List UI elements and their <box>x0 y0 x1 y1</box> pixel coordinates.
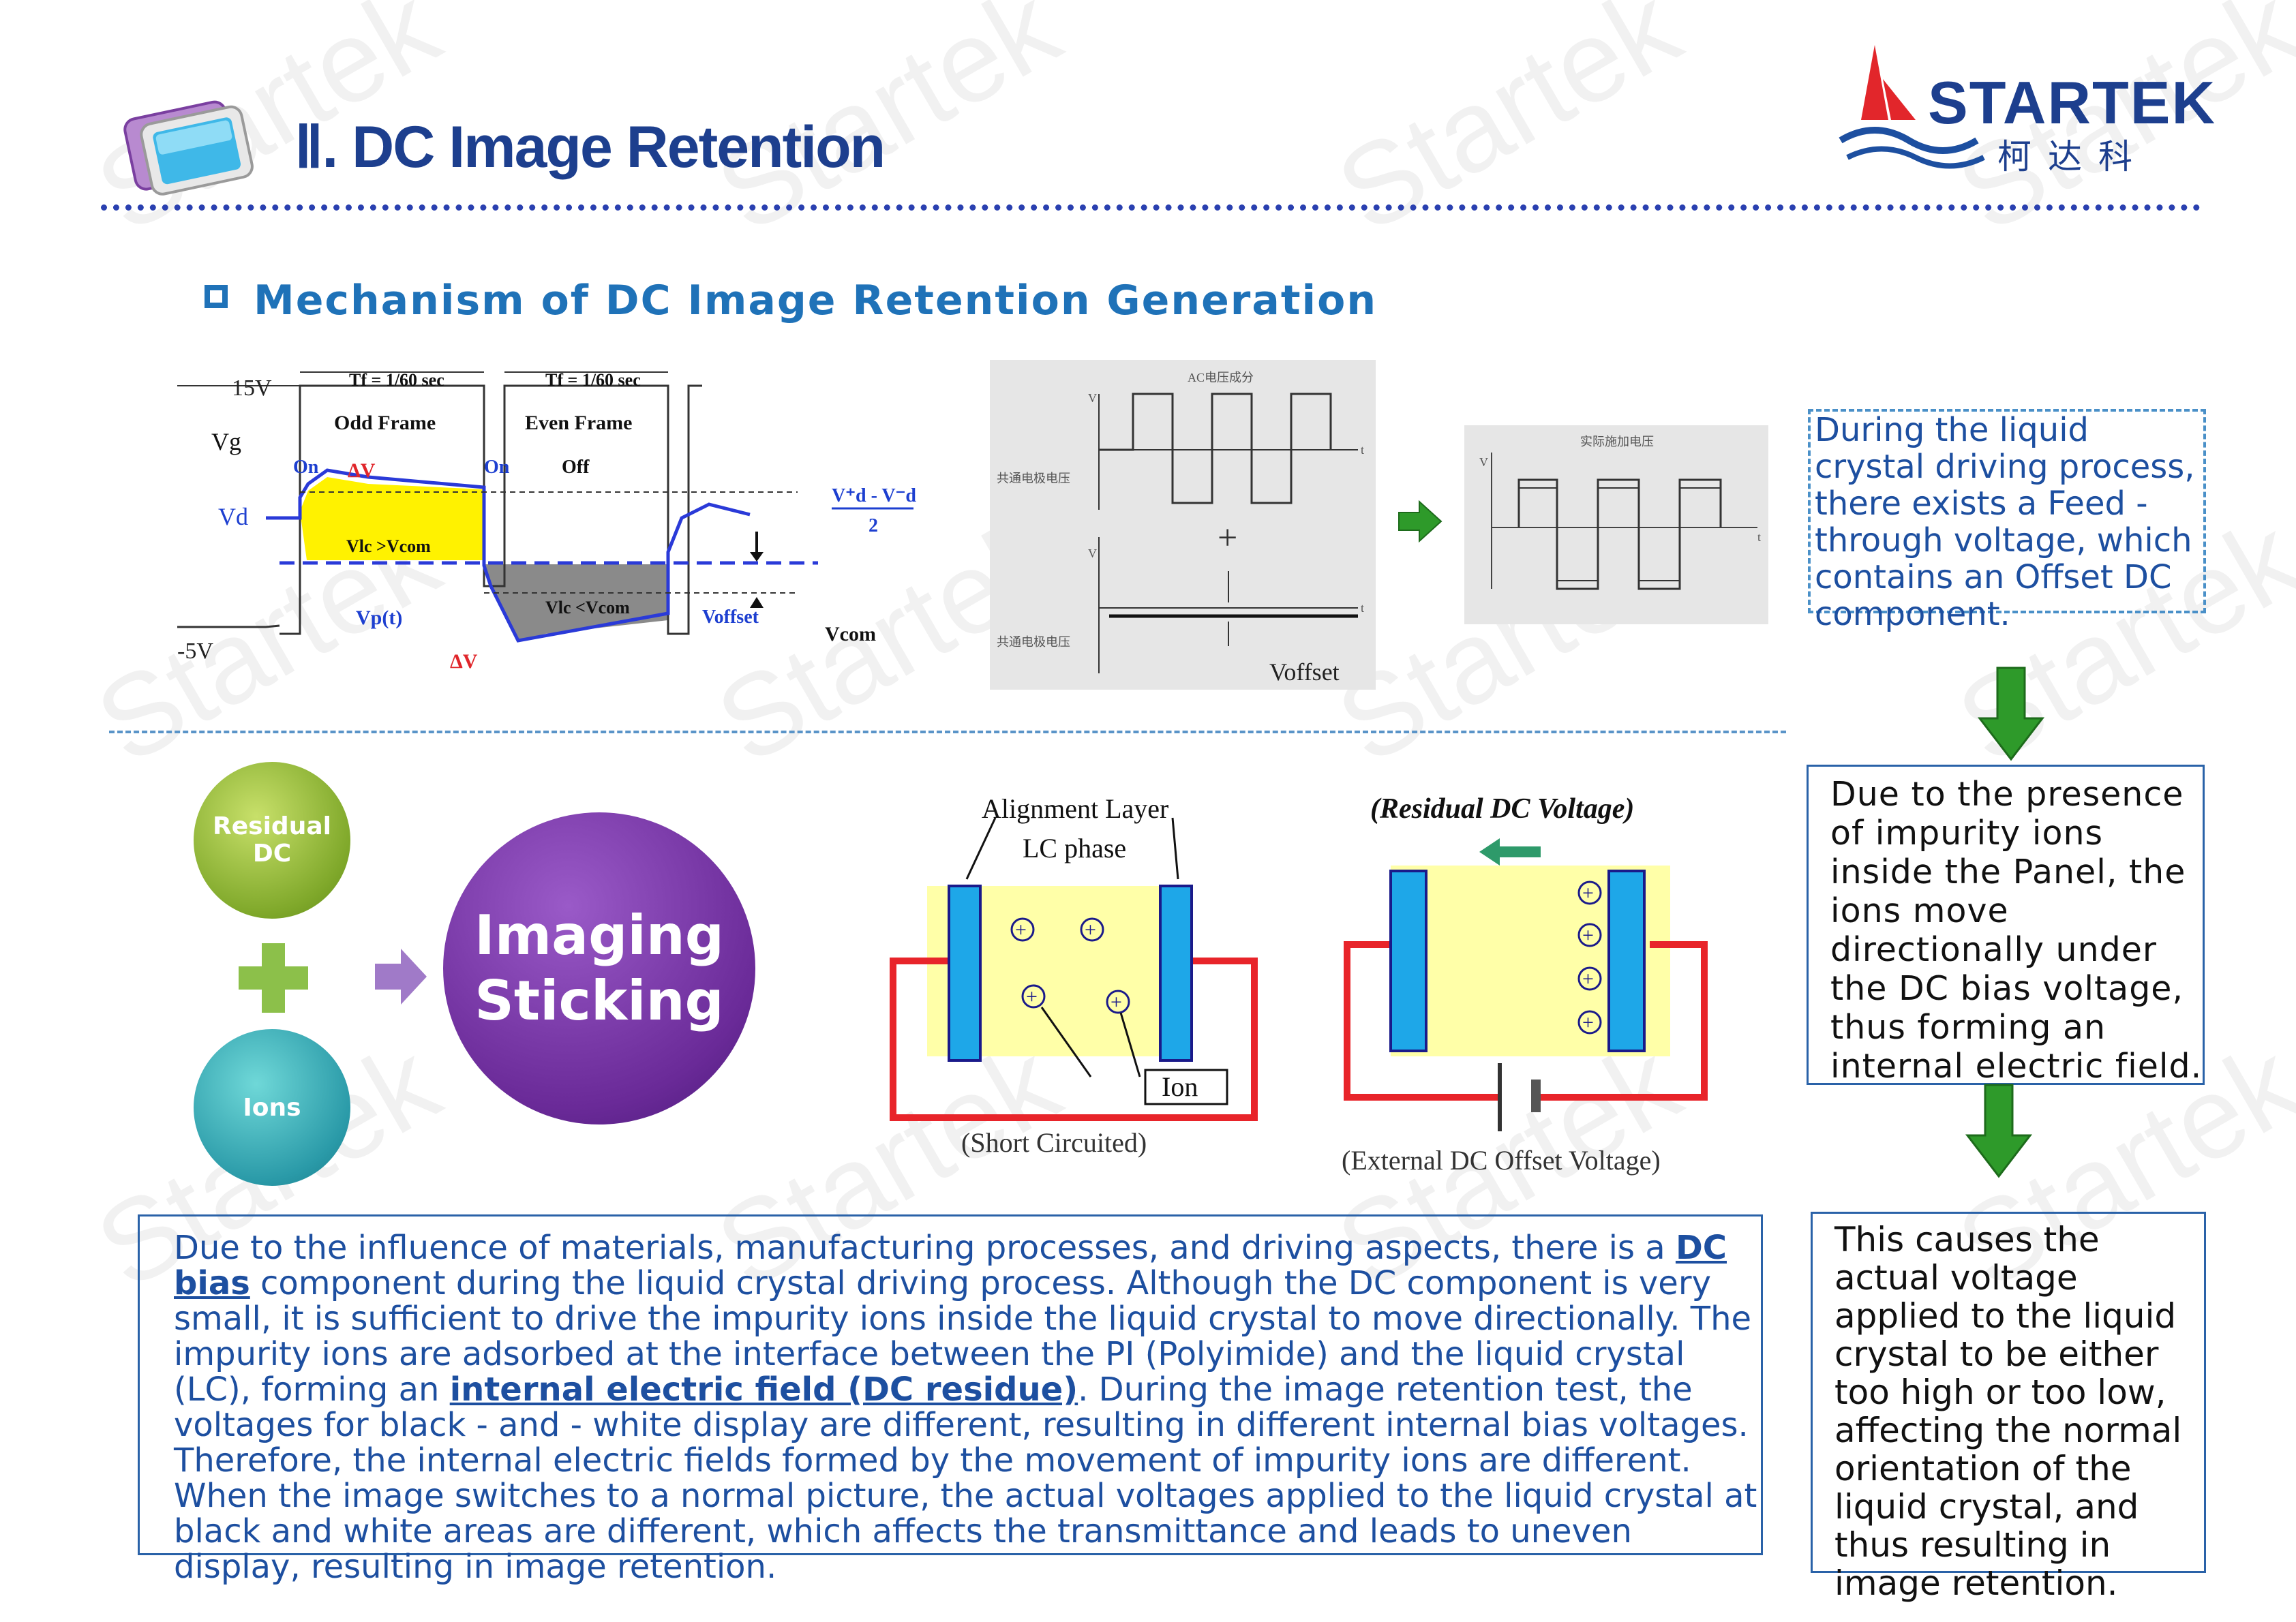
label-minus5v: -5V <box>177 639 213 664</box>
residual-dc-bubble: Residual DC <box>194 762 350 919</box>
plus-icon <box>239 943 308 1013</box>
lc-cell-short-circuited: + + + + Alignment Layer LC phase Ion (Sh… <box>890 793 1258 1158</box>
section-divider <box>109 731 1786 733</box>
oscilloscope-actual-drawing: 实际施加电压 V t <box>1479 435 1761 590</box>
scope-voffset: Voffset <box>1269 658 1340 686</box>
label-on-2: On <box>484 457 510 478</box>
oscilloscope-image-actual <box>1464 425 1768 624</box>
formula-numerator: V⁺d - V⁻d <box>832 485 916 506</box>
oscilloscope-ac-drawing: AC电压成分 共通电极电压 共通电极电压 V V t t + Voffset <box>997 371 1364 686</box>
scope-v2: V <box>1088 547 1097 560</box>
display-panel-icon <box>123 100 254 196</box>
startek-logo <box>1839 45 1985 169</box>
label-voffset: Voffset <box>702 607 759 628</box>
logo-chinese: 柯达科 <box>1997 137 2149 177</box>
label-vlc-greater: Vlc >Vcom <box>346 536 431 556</box>
dc-bias-term: DC bias <box>174 1229 1727 1302</box>
scope-v3: V <box>1479 455 1488 469</box>
label-tf-2: Tf = 1/60 sec <box>545 370 641 390</box>
subtitle-bullet-icon <box>205 285 228 308</box>
ions-bubble: Ions <box>194 1029 350 1186</box>
external-dc-offset-caption: (External DC Offset Voltage) <box>1342 1145 1661 1176</box>
page-title: Ⅱ. DC Image Retention <box>294 114 886 180</box>
ion-label: Ion <box>1162 1071 1198 1102</box>
label-delta-v-1: ΔV <box>348 459 376 482</box>
purple-arrow-right-icon <box>375 949 427 1005</box>
scope-t1: t <box>1361 443 1364 457</box>
label-delta-v-2: ΔV <box>450 650 478 673</box>
lc-phase-label: LC phase <box>1023 833 1126 863</box>
ion-sign: + <box>1111 991 1122 1013</box>
ion-sign: + <box>1026 985 1038 1008</box>
ion-sign: + <box>1085 919 1096 941</box>
scope-v1: V <box>1088 391 1097 405</box>
green-arrow-right-icon <box>1398 500 1442 543</box>
scope-ac-label: AC电压成分 <box>1188 371 1254 384</box>
header-divider <box>101 204 2201 211</box>
label-vg: Vg <box>211 428 241 455</box>
ion-sign: + <box>1582 968 1594 990</box>
label-vlc-less: Vlc <Vcom <box>545 598 630 617</box>
logo-text: STARTEK <box>1928 69 2217 136</box>
imaging-sticking-bubble: Imaging Sticking <box>443 812 755 1124</box>
formula-denominator: 2 <box>868 515 878 536</box>
ion-sign: + <box>1015 919 1027 941</box>
main-explanation: Due to the influence of materials, manuf… <box>138 1214 1763 1585</box>
label-vcom: Vcom <box>825 623 876 645</box>
scope-plus: + <box>1218 519 1237 557</box>
residual-dc-voltage-title: (Residual DC Voltage) <box>1370 793 1634 825</box>
label-odd-frame: Odd Frame <box>334 412 436 434</box>
label-15v: 15V <box>232 376 272 401</box>
note-feed-through: During the liquid crystal driving proces… <box>1808 409 2206 632</box>
internal-field-term: internal electric field (DC residue) <box>449 1371 1078 1409</box>
watermark: Startek <box>1316 0 1700 258</box>
scope-actual-label: 实际施加电压 <box>1580 435 1654 448</box>
oscilloscope-image-ac <box>990 360 1376 690</box>
label-tf-1: Tf = 1/60 sec <box>349 370 444 390</box>
note-image-retention: This causes the actual voltage applied t… <box>1811 1212 2206 1602</box>
lc-cell-residual-dc: + + + + (Residual DC Voltage) (External … <box>1342 793 1708 1176</box>
ion-sign: + <box>1582 924 1594 947</box>
scope-t3: t <box>1757 530 1761 544</box>
scope-com-label-1: 共通电极电压 <box>997 472 1070 485</box>
alignment-layer-label: Alignment Layer <box>982 793 1168 824</box>
waveform-diagram: 15V -5V Vg Vd Tf = 1/60 sec Tf = 1/60 se… <box>177 370 916 673</box>
ion-sign: + <box>1582 1011 1594 1034</box>
green-arrow-down-icon <box>1977 667 2045 761</box>
scope-t2: t <box>1361 601 1364 615</box>
main-text-part-2: component during the liquid crystal driv… <box>174 1264 1752 1409</box>
main-text-part-3: . During the image retention test, the v… <box>174 1371 1757 1586</box>
label-on-1: On <box>293 457 319 478</box>
label-vp-t: Vp(t) <box>356 607 402 629</box>
label-off: Off <box>562 457 590 478</box>
label-even-frame: Even Frame <box>525 412 632 434</box>
green-arrow-down-icon <box>1965 1084 2033 1178</box>
label-vd: Vd <box>218 503 248 530</box>
main-text-part-1: Due to the influence of materials, manuf… <box>174 1229 1676 1267</box>
ion-sign: + <box>1582 882 1594 904</box>
note-impurity-ions: Due to the presence of impurity ions ins… <box>1807 765 2205 1086</box>
short-circuited-caption: (Short Circuited) <box>961 1127 1147 1158</box>
section-subtitle: Mechanism of DC Image Retention Generati… <box>254 277 1378 324</box>
scope-com-label-2: 共通电极电压 <box>997 635 1070 649</box>
